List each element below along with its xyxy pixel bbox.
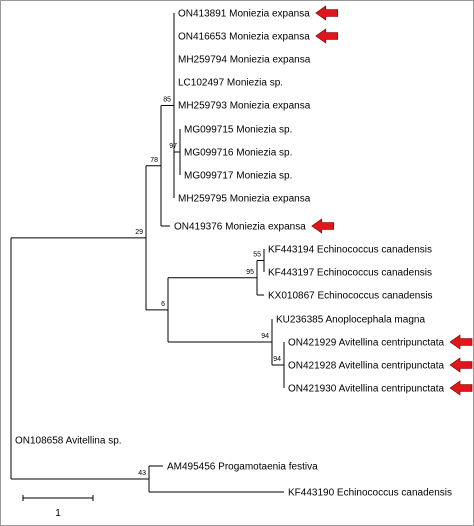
bootstrap-value: 29 (135, 229, 143, 236)
taxon-label: ON413891 Moniezia expansa (178, 9, 310, 20)
bootstrap-value: 78 (150, 157, 158, 164)
scale-bar-label: 1 (55, 508, 61, 519)
taxon-label: ON108658 Avitellina sp. (15, 436, 122, 447)
red-arrow-icon (315, 5, 339, 21)
taxon-label: MG099716 Moniezia sp. (184, 148, 292, 159)
bootstrap-value: 43 (138, 470, 146, 477)
bootstrap-values: 97 85 78 55 95 94 94 6 29 43 (135, 97, 281, 478)
taxon-label: KF443197 Echinococcus canadensis (268, 268, 432, 279)
taxon-label: ON419376 Moniezia expansa (174, 222, 306, 233)
tree-branches (10, 13, 285, 493)
red-arrow-icon (449, 357, 473, 373)
red-arrow-icon (311, 218, 335, 234)
taxon-label: KX010867 Echinococcus canadensis (268, 291, 433, 302)
taxon-label: MG099717 Moniezia sp. (184, 171, 292, 182)
taxon-label: MH259795 Moniezia expansa (178, 194, 311, 205)
taxon-label: ON421929 Avitellina centripunctata (288, 338, 444, 349)
taxon-label: ON421930 Avitellina centripunctata (288, 384, 444, 395)
taxon-label: MH259793 Moniezia expansa (178, 101, 311, 112)
taxon-label: MH259794 Moniezia expansa (178, 55, 311, 66)
bootstrap-value: 6 (161, 301, 165, 308)
bootstrap-value: 94 (273, 356, 281, 363)
taxon-label: KF443190 Echinococcus canadensis (288, 488, 452, 499)
bootstrap-value: 97 (169, 143, 177, 150)
taxon-label: KU236385 Anoplocephala magna (276, 315, 425, 326)
bootstrap-value: 55 (253, 252, 261, 259)
taxon-label: LC102497 Moniezia sp. (178, 78, 283, 89)
taxon-label: AM495456 Progamotaenia festiva (167, 462, 318, 473)
taxon-label: ON416653 Moniezia expansa (178, 32, 310, 43)
red-arrow-icon (449, 380, 473, 396)
bootstrap-value: 95 (246, 269, 254, 276)
taxon-label: MG099715 Moniezia sp. (184, 125, 292, 136)
bootstrap-value: 94 (261, 333, 269, 340)
red-arrow-icon (315, 28, 339, 44)
red-arrow-icon (449, 334, 473, 350)
taxon-label: ON421928 Avitellina centripunctata (288, 361, 444, 372)
bootstrap-value: 85 (163, 97, 171, 104)
scale-bar: 1 (22, 495, 94, 519)
marker-arrows (311, 5, 473, 396)
taxon-label: KF443194 Echinococcus canadensis (268, 245, 432, 256)
